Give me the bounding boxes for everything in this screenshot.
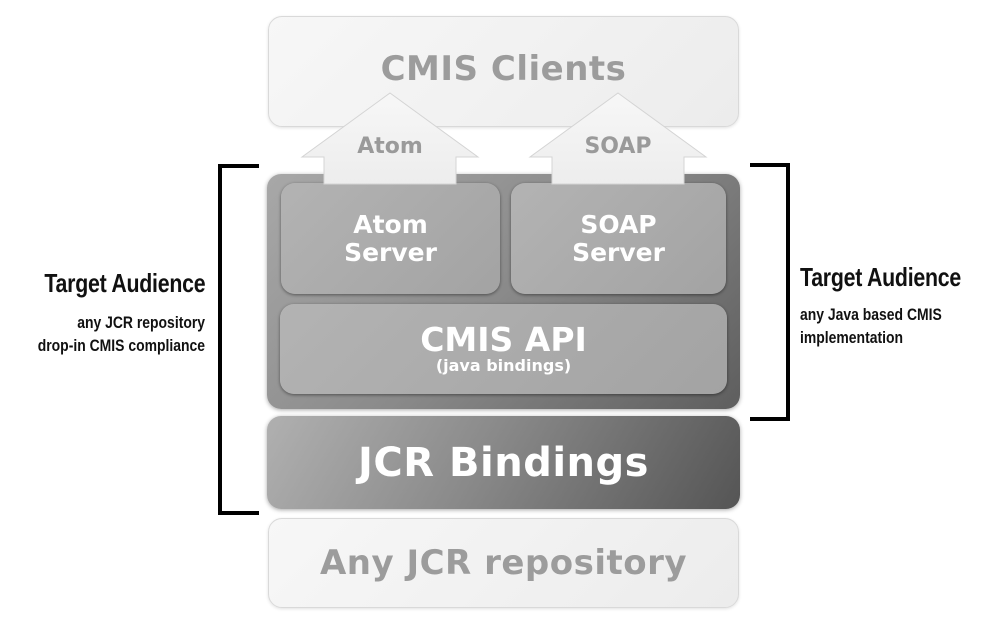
left-bracket [218, 164, 259, 515]
right-audience-line: implementation [800, 328, 904, 347]
right-audience-line: any Java based CMIS [800, 305, 942, 324]
soap-arrow-icon [528, 92, 708, 185]
soap-server-label-line1: SOAP [580, 209, 657, 239]
cmis-api-sublabel: (java bindings) [435, 356, 572, 375]
left-audience-line: drop-in CMIS compliance [37, 336, 205, 355]
soap-server-box: SOAP Server [511, 183, 726, 294]
cmis-clients-box: CMIS Clients [268, 16, 739, 127]
right-bracket [750, 163, 790, 421]
right-audience-title: Target Audience [800, 262, 961, 292]
jcr-bindings-label: JCR Bindings [358, 439, 649, 486]
atom-arrow-icon [300, 92, 480, 185]
jcr-repository-box: Any JCR repository [268, 518, 739, 608]
cmis-api-box: CMIS API (java bindings) [280, 304, 727, 394]
jcr-repository-label: Any JCR repository [319, 543, 688, 583]
right-audience-description: any Java based CMIS implementation [800, 303, 942, 349]
cmis-api-label: CMIS API [420, 320, 587, 359]
left-audience-line: any JCR repository [77, 313, 205, 332]
soap-arrow-label: SOAP [584, 134, 652, 159]
atom-server-label-line1: Atom [353, 209, 428, 239]
left-audience-description: any JCR repository drop-in CMIS complian… [38, 311, 205, 357]
cmis-clients-label: CMIS Clients [380, 48, 627, 89]
soap-server-label-line2: Server [572, 237, 665, 267]
cmis-server-container: Atom Server SOAP Server CMIS API (java b… [267, 174, 740, 409]
left-audience-title: Target Audience [44, 268, 205, 298]
jcr-bindings-box: JCR Bindings [267, 416, 740, 509]
atom-arrow-label: Atom [357, 134, 423, 159]
atom-server-box: Atom Server [281, 183, 500, 294]
atom-server-label-line2: Server [344, 237, 437, 267]
